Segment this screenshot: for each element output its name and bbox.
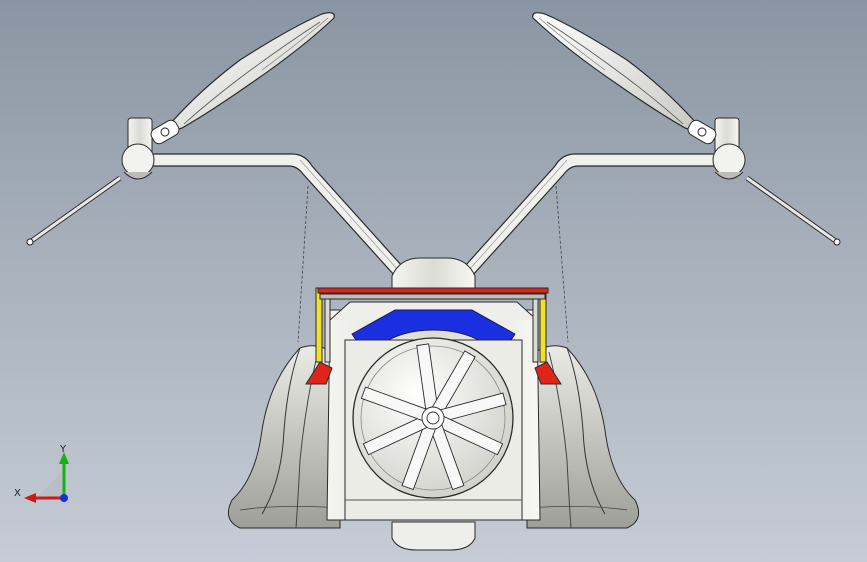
z-axis-dot	[60, 494, 68, 502]
frame-posts	[315, 287, 549, 363]
y-axis-label: Y	[59, 444, 67, 455]
right-rod	[745, 175, 841, 246]
x-axis-label: X	[14, 488, 21, 499]
right-red-marker	[534, 361, 562, 385]
fan-blades	[360, 343, 507, 491]
tether-cables	[297, 185, 569, 343]
right-wing	[532, 12, 698, 130]
left-joint	[121, 117, 180, 180]
left-rod	[26, 175, 122, 246]
top-mount	[391, 257, 476, 293]
left-red-marker	[305, 361, 333, 385]
left-wing	[169, 12, 335, 130]
bottom-nub	[391, 521, 476, 551]
coordinate-triad: Y X	[14, 444, 69, 503]
right-joint	[687, 117, 746, 180]
